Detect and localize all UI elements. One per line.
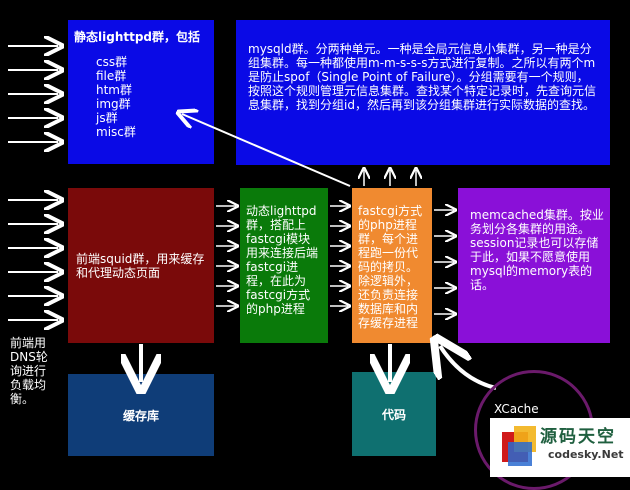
arrow-xcache-to-fastcgi (440, 346, 497, 390)
arrows-squid-to-lighttpd (216, 206, 236, 306)
squid-box: 前端squid群，用来缓存和代理动态页面 (68, 188, 214, 343)
watermark-background (490, 418, 630, 477)
memcached-box: memcached集群。按业务划分各集群的用途。session记录也可以存储于此… (458, 188, 610, 343)
fastcgi-php-box: fastcgi方式的php进程群，每个进程跑一份代码的拷贝。除逻辑外，还负责连接… (352, 188, 432, 343)
arrow-fastcgi-to-static (182, 114, 351, 187)
dynamic-lighttpd-box: 动态lighttpd群，搭配上fastcgi模块用来连接后端fastcgi进程，… (240, 188, 328, 343)
watermark-site: codesky.Net (548, 448, 624, 461)
input-arrows-squid (8, 200, 58, 320)
arrows-fastcgi-to-mysql (364, 170, 416, 186)
arrows-layer (8, 0, 497, 477)
list-item: js群 (96, 111, 118, 125)
list-item: misc群 (96, 125, 136, 139)
static-box-title: 静态lighttpd群，包括 (74, 30, 201, 44)
code-label: 代码 (381, 407, 406, 422)
list-item: htm群 (96, 83, 133, 97)
arrows-fastcgi-to-memcached (434, 210, 454, 314)
list-item: img群 (96, 97, 131, 111)
static-lighttpd-box: 静态lighttpd群，包括 css群 file群 htm群 img群 js群 … (68, 20, 214, 164)
cache-store-label: 缓存库 (122, 408, 159, 423)
input-arrows-static (8, 46, 58, 142)
squid-box-text: 前端squid群，用来缓存和代理动态页面 (76, 251, 205, 280)
static-box-list: css群 file群 htm群 img群 js群 misc群 (96, 55, 208, 139)
xcache-label: XCache (494, 402, 539, 416)
mysql-box: mysqld群。分两种单元。一种是全局元信息小集群，另一种是分组集群。每一种都使… (236, 20, 610, 165)
arrows-lighttpd-to-fastcgi (330, 206, 348, 306)
dns-note: 前端用DNS轮询进行负载均衡。 (10, 336, 48, 406)
list-item: css群 (96, 55, 128, 69)
list-item: file群 (96, 69, 127, 83)
watermark-title: 源码天空 (540, 427, 616, 447)
code-box: 代码 (352, 372, 436, 456)
watermark-logo-icon (502, 426, 536, 466)
